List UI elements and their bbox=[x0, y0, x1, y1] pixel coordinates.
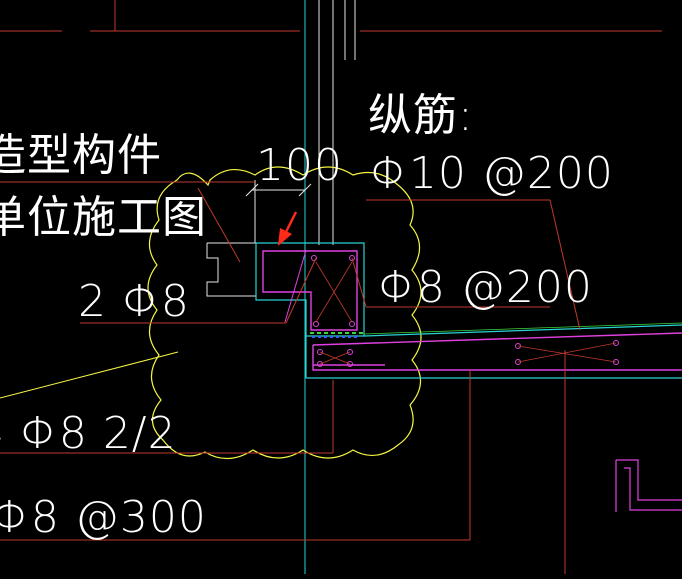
slab-cross bbox=[517, 345, 617, 363]
leader-long-bar-diag bbox=[549, 199, 581, 331]
dim-100-label: 100 bbox=[256, 140, 343, 191]
leader-yellow bbox=[0, 351, 179, 399]
longitudinal-bar-spec: Φ10 @200 bbox=[370, 148, 614, 199]
slab-rebar-dot bbox=[317, 361, 323, 367]
dim-tick-left bbox=[245, 183, 259, 197]
slab-green-top bbox=[363, 322, 682, 335]
rebar-dot bbox=[313, 321, 319, 327]
dim-tick-right bbox=[298, 183, 312, 197]
slab-top-cyan bbox=[363, 324, 682, 337]
member-profile bbox=[206, 242, 256, 297]
slab-rebar-dot bbox=[347, 349, 353, 355]
slab-rebar-magenta bbox=[312, 332, 682, 371]
leader-title-diag bbox=[197, 187, 241, 263]
member-outline-cyan bbox=[255, 242, 365, 337]
rebar-dot bbox=[349, 255, 355, 261]
leader-stirrup-diag bbox=[351, 257, 367, 308]
stirrup-hook bbox=[284, 249, 307, 323]
stirrup-magenta bbox=[262, 250, 358, 331]
slab-rebar-dot bbox=[515, 343, 521, 349]
rebar-dot bbox=[311, 255, 317, 261]
longitudinal-bar-label: 纵筋: bbox=[368, 90, 474, 141]
leader-2phi8-diag bbox=[285, 257, 317, 324]
bar-2phi8: 2 Φ8 bbox=[78, 276, 190, 327]
title-line-2: 单位施工图 bbox=[0, 192, 207, 243]
slab-cross bbox=[517, 342, 617, 363]
annotation-arrow-head bbox=[278, 228, 292, 246]
slab-rebar-dot bbox=[515, 359, 521, 365]
stirrup-spec: Φ8 @200 bbox=[378, 262, 593, 313]
slab-rebar-dot bbox=[613, 359, 619, 365]
revision-cloud bbox=[147, 166, 422, 460]
slab-rebar-dot bbox=[613, 340, 619, 346]
title-line-1: 造型构件 bbox=[0, 130, 162, 181]
detail-magenta bbox=[615, 459, 682, 512]
stirrup-cross-2 bbox=[315, 261, 353, 323]
bar-4phi8: 4 Φ8 2/2 bbox=[0, 408, 177, 459]
bar-phi8-300: Φ8 @300 bbox=[0, 492, 207, 543]
slab-rebar-dot bbox=[317, 349, 323, 355]
slab-cross bbox=[319, 351, 351, 365]
rebar-dot bbox=[349, 321, 355, 327]
slab-rebar-dot bbox=[347, 361, 353, 367]
